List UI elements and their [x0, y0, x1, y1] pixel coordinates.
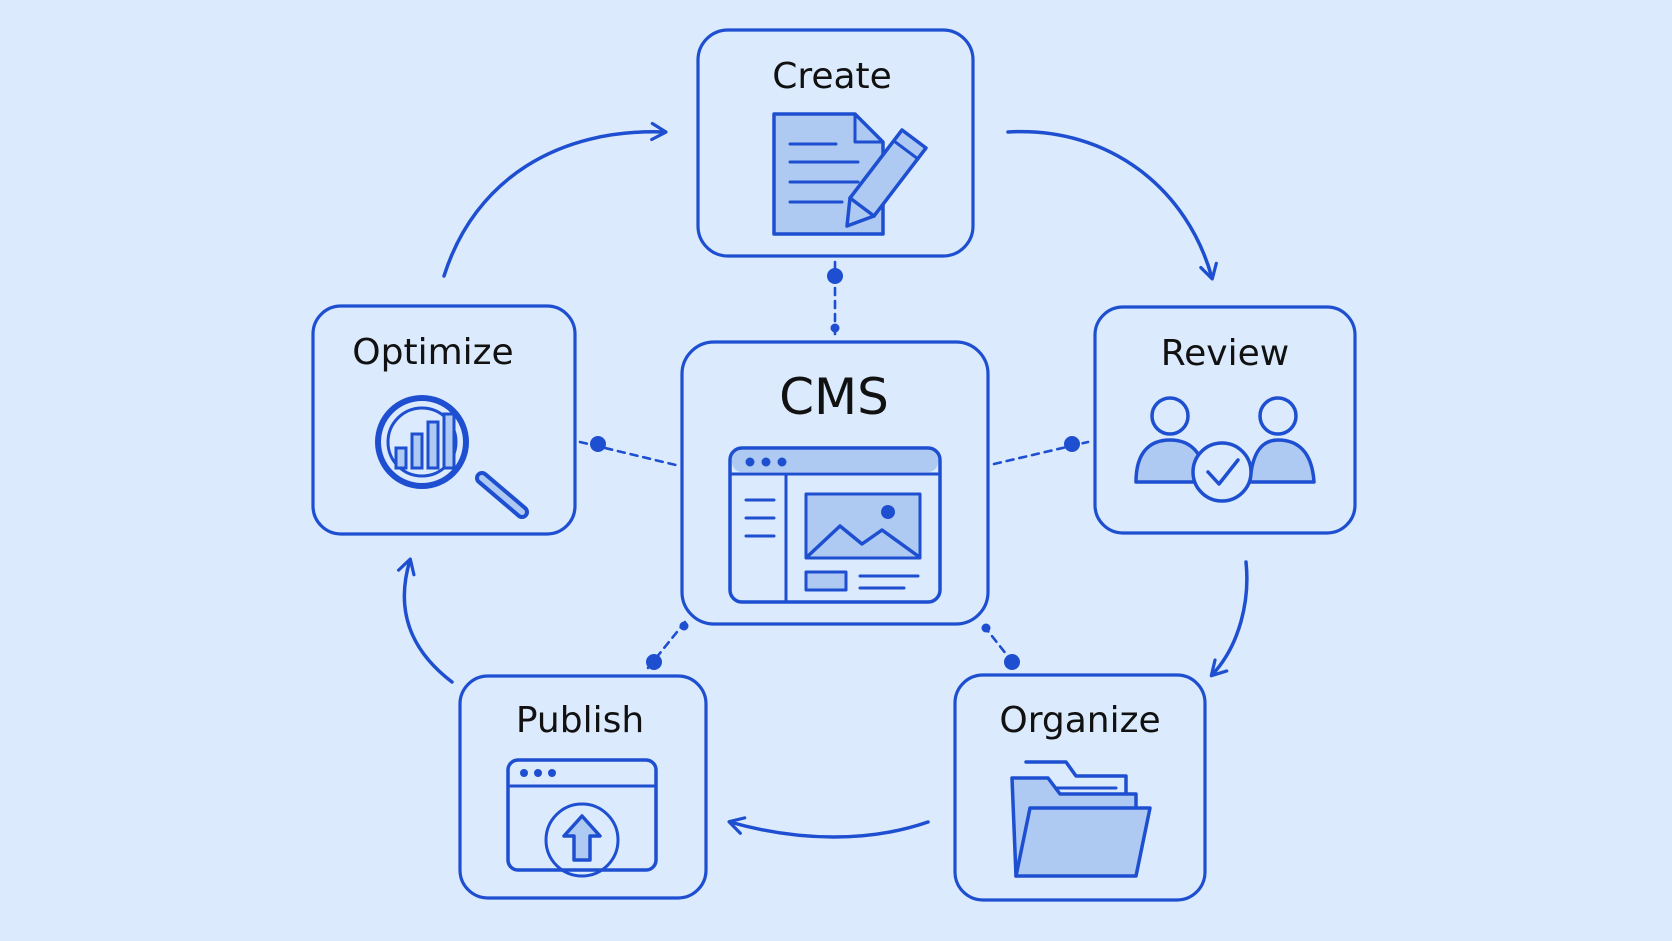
cms-hub-label: CMS: [779, 368, 889, 426]
connector-create-end: [830, 323, 840, 333]
stage-optimize-box: [311, 304, 577, 536]
browser-upload-icon: [506, 758, 658, 878]
stage-review-box: [1093, 305, 1357, 535]
cms-browser-window-icon: [728, 446, 942, 604]
connector-publish: [646, 620, 687, 670]
cycle-arrows: [397, 121, 1249, 839]
hub-connectors: [578, 260, 1090, 670]
connector-review-dot: [1064, 436, 1080, 452]
connector-organize-end: [981, 623, 991, 633]
connector-organize-dot: [1004, 654, 1020, 670]
arrow-review-to-organize: [1209, 560, 1249, 678]
stage-publish-label: Publish: [516, 700, 644, 741]
stage-publish-box: [458, 674, 708, 900]
stage-organize-label: Organize: [999, 700, 1160, 741]
connector-publish-dot: [646, 654, 662, 670]
stage-review: Review: [1093, 305, 1357, 535]
stage-create-label: Create: [772, 56, 892, 97]
stage-optimize: Optimize: [311, 304, 577, 536]
connector-publish-end: [679, 621, 689, 631]
folder-icon: [1010, 760, 1152, 878]
stage-publish: Publish: [458, 674, 708, 900]
connector-create-dot: [827, 268, 843, 284]
cms-hub-box: [680, 340, 990, 626]
stage-create: Create: [696, 28, 975, 258]
stage-organize-box: [953, 673, 1207, 902]
document-pencil-icon: [772, 112, 928, 236]
stage-optimize-label: Optimize: [352, 332, 513, 373]
stage-review-label: Review: [1161, 333, 1289, 374]
arrow-publish-to-optimize: [397, 557, 454, 684]
users-check-icon: [1134, 396, 1316, 503]
stage-organize: Organize: [953, 673, 1207, 902]
arrow-optimize-to-create: [442, 121, 668, 278]
connector-optimize-dot: [590, 436, 606, 452]
arrow-create-to-review: [1006, 129, 1218, 281]
magnifier-chart-icon: [375, 395, 529, 519]
stage-create-box: [696, 28, 975, 258]
arrow-organize-to-publish: [727, 816, 930, 839]
cms-hub: CMS: [680, 340, 990, 626]
